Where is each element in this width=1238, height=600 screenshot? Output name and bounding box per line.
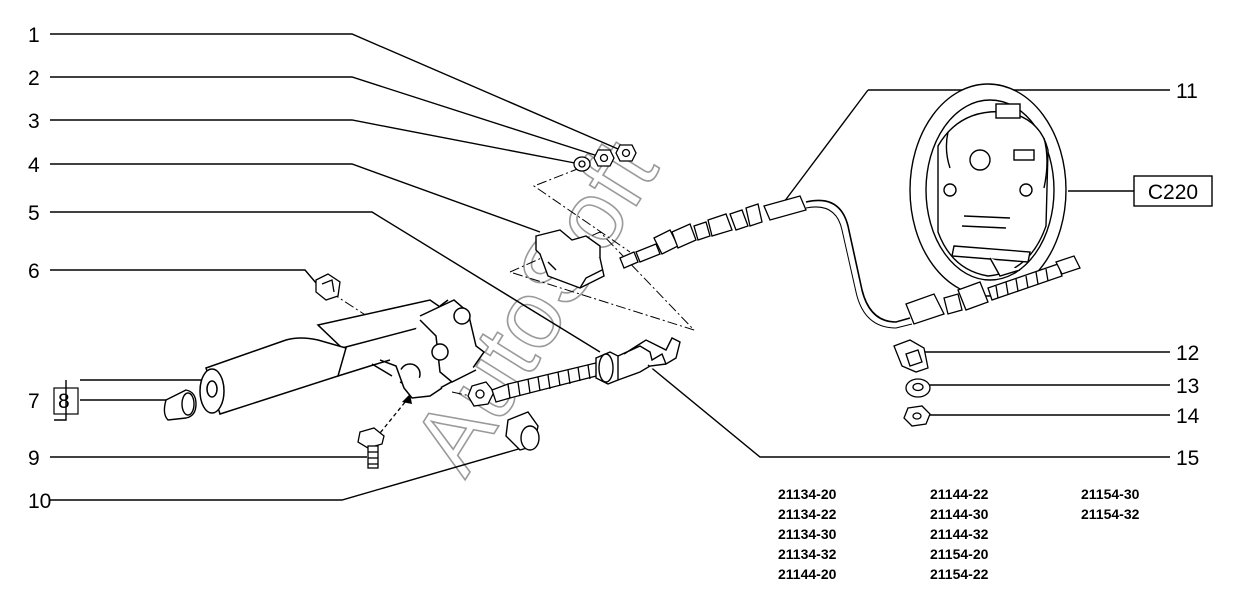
cable-end-11	[619, 195, 807, 269]
washer-3	[573, 156, 591, 172]
model-code: 21154-32	[1081, 506, 1140, 522]
bracket-box-8	[53, 387, 79, 415]
model-code-column-3: 21154-30 21154-32	[1081, 484, 1139, 524]
callout-6: 6	[28, 260, 40, 283]
nut-2	[593, 149, 615, 167]
callout-14: 14	[1176, 405, 1200, 428]
brake-backing-plate	[909, 83, 1067, 297]
handbrake-lever	[199, 299, 486, 415]
model-code: 21154-22	[930, 566, 989, 582]
model-code: 21134-32	[778, 546, 837, 562]
model-code: 21134-30	[778, 526, 837, 542]
leader-3	[50, 119, 581, 165]
callout-7: 7	[28, 390, 40, 413]
model-code: 21144-22	[930, 486, 989, 502]
bracket-4	[535, 229, 605, 289]
reference-box-label: C220	[1148, 181, 1198, 204]
pin-10	[505, 411, 540, 451]
model-code: 21134-22	[778, 506, 837, 522]
clamp-12	[893, 339, 929, 373]
screw-arrow	[375, 395, 411, 439]
brake-cable-inner	[805, 206, 913, 329]
clip-6	[315, 273, 341, 301]
callout-9: 9	[28, 447, 40, 470]
callout-15: 15	[1176, 447, 1199, 470]
callout-2: 2	[28, 67, 40, 90]
leader-1	[50, 33, 626, 153]
model-code: 21144-30	[930, 506, 989, 522]
leader-15	[647, 364, 1170, 458]
model-code: 21144-20	[778, 566, 837, 582]
bracket-7	[54, 380, 67, 421]
bolt-9	[357, 427, 385, 469]
callout-8: 8	[58, 390, 70, 413]
callout-10: 10	[28, 490, 51, 513]
cable-end-drum	[905, 255, 1081, 325]
arrow-head	[402, 394, 412, 404]
threaded-rod	[467, 361, 605, 407]
model-code-column-1: 21134-20 21134-22 21134-30 21134-32 2114…	[778, 484, 836, 584]
model-code-column-2: 21144-22 21144-30 21144-32 21154-20 2115…	[930, 484, 988, 584]
callout-11: 11	[1176, 80, 1198, 103]
callout-4: 4	[28, 154, 40, 177]
leader-4	[50, 163, 541, 233]
leader-10	[50, 447, 523, 501]
washer-13	[905, 378, 931, 398]
callout-numbers: 1 2 3 4 5 6 7 8 9 10 11 12 13 14 15	[28, 24, 1200, 513]
nut-14	[903, 405, 931, 427]
button-8	[163, 389, 197, 421]
model-code: 21134-20	[778, 486, 837, 502]
nut-1	[615, 144, 637, 162]
callout-5: 5	[28, 202, 40, 225]
callout-1: 1	[28, 24, 40, 47]
leader-lines	[50, 33, 1170, 501]
callout-12: 12	[1176, 342, 1199, 365]
model-code: 21144-32	[930, 526, 989, 542]
model-code: 21154-30	[1081, 486, 1140, 502]
brake-cable	[805, 199, 911, 323]
leader-5	[50, 211, 601, 353]
leader-6	[50, 269, 323, 291]
leader-2	[50, 76, 605, 159]
reference-box-frame	[1133, 175, 1213, 207]
cable-cover-15	[595, 337, 681, 385]
model-code: 21154-20	[930, 546, 989, 562]
callout-13: 13	[1176, 375, 1199, 398]
leader-11b	[777, 89, 869, 211]
callout-3: 3	[28, 110, 40, 133]
